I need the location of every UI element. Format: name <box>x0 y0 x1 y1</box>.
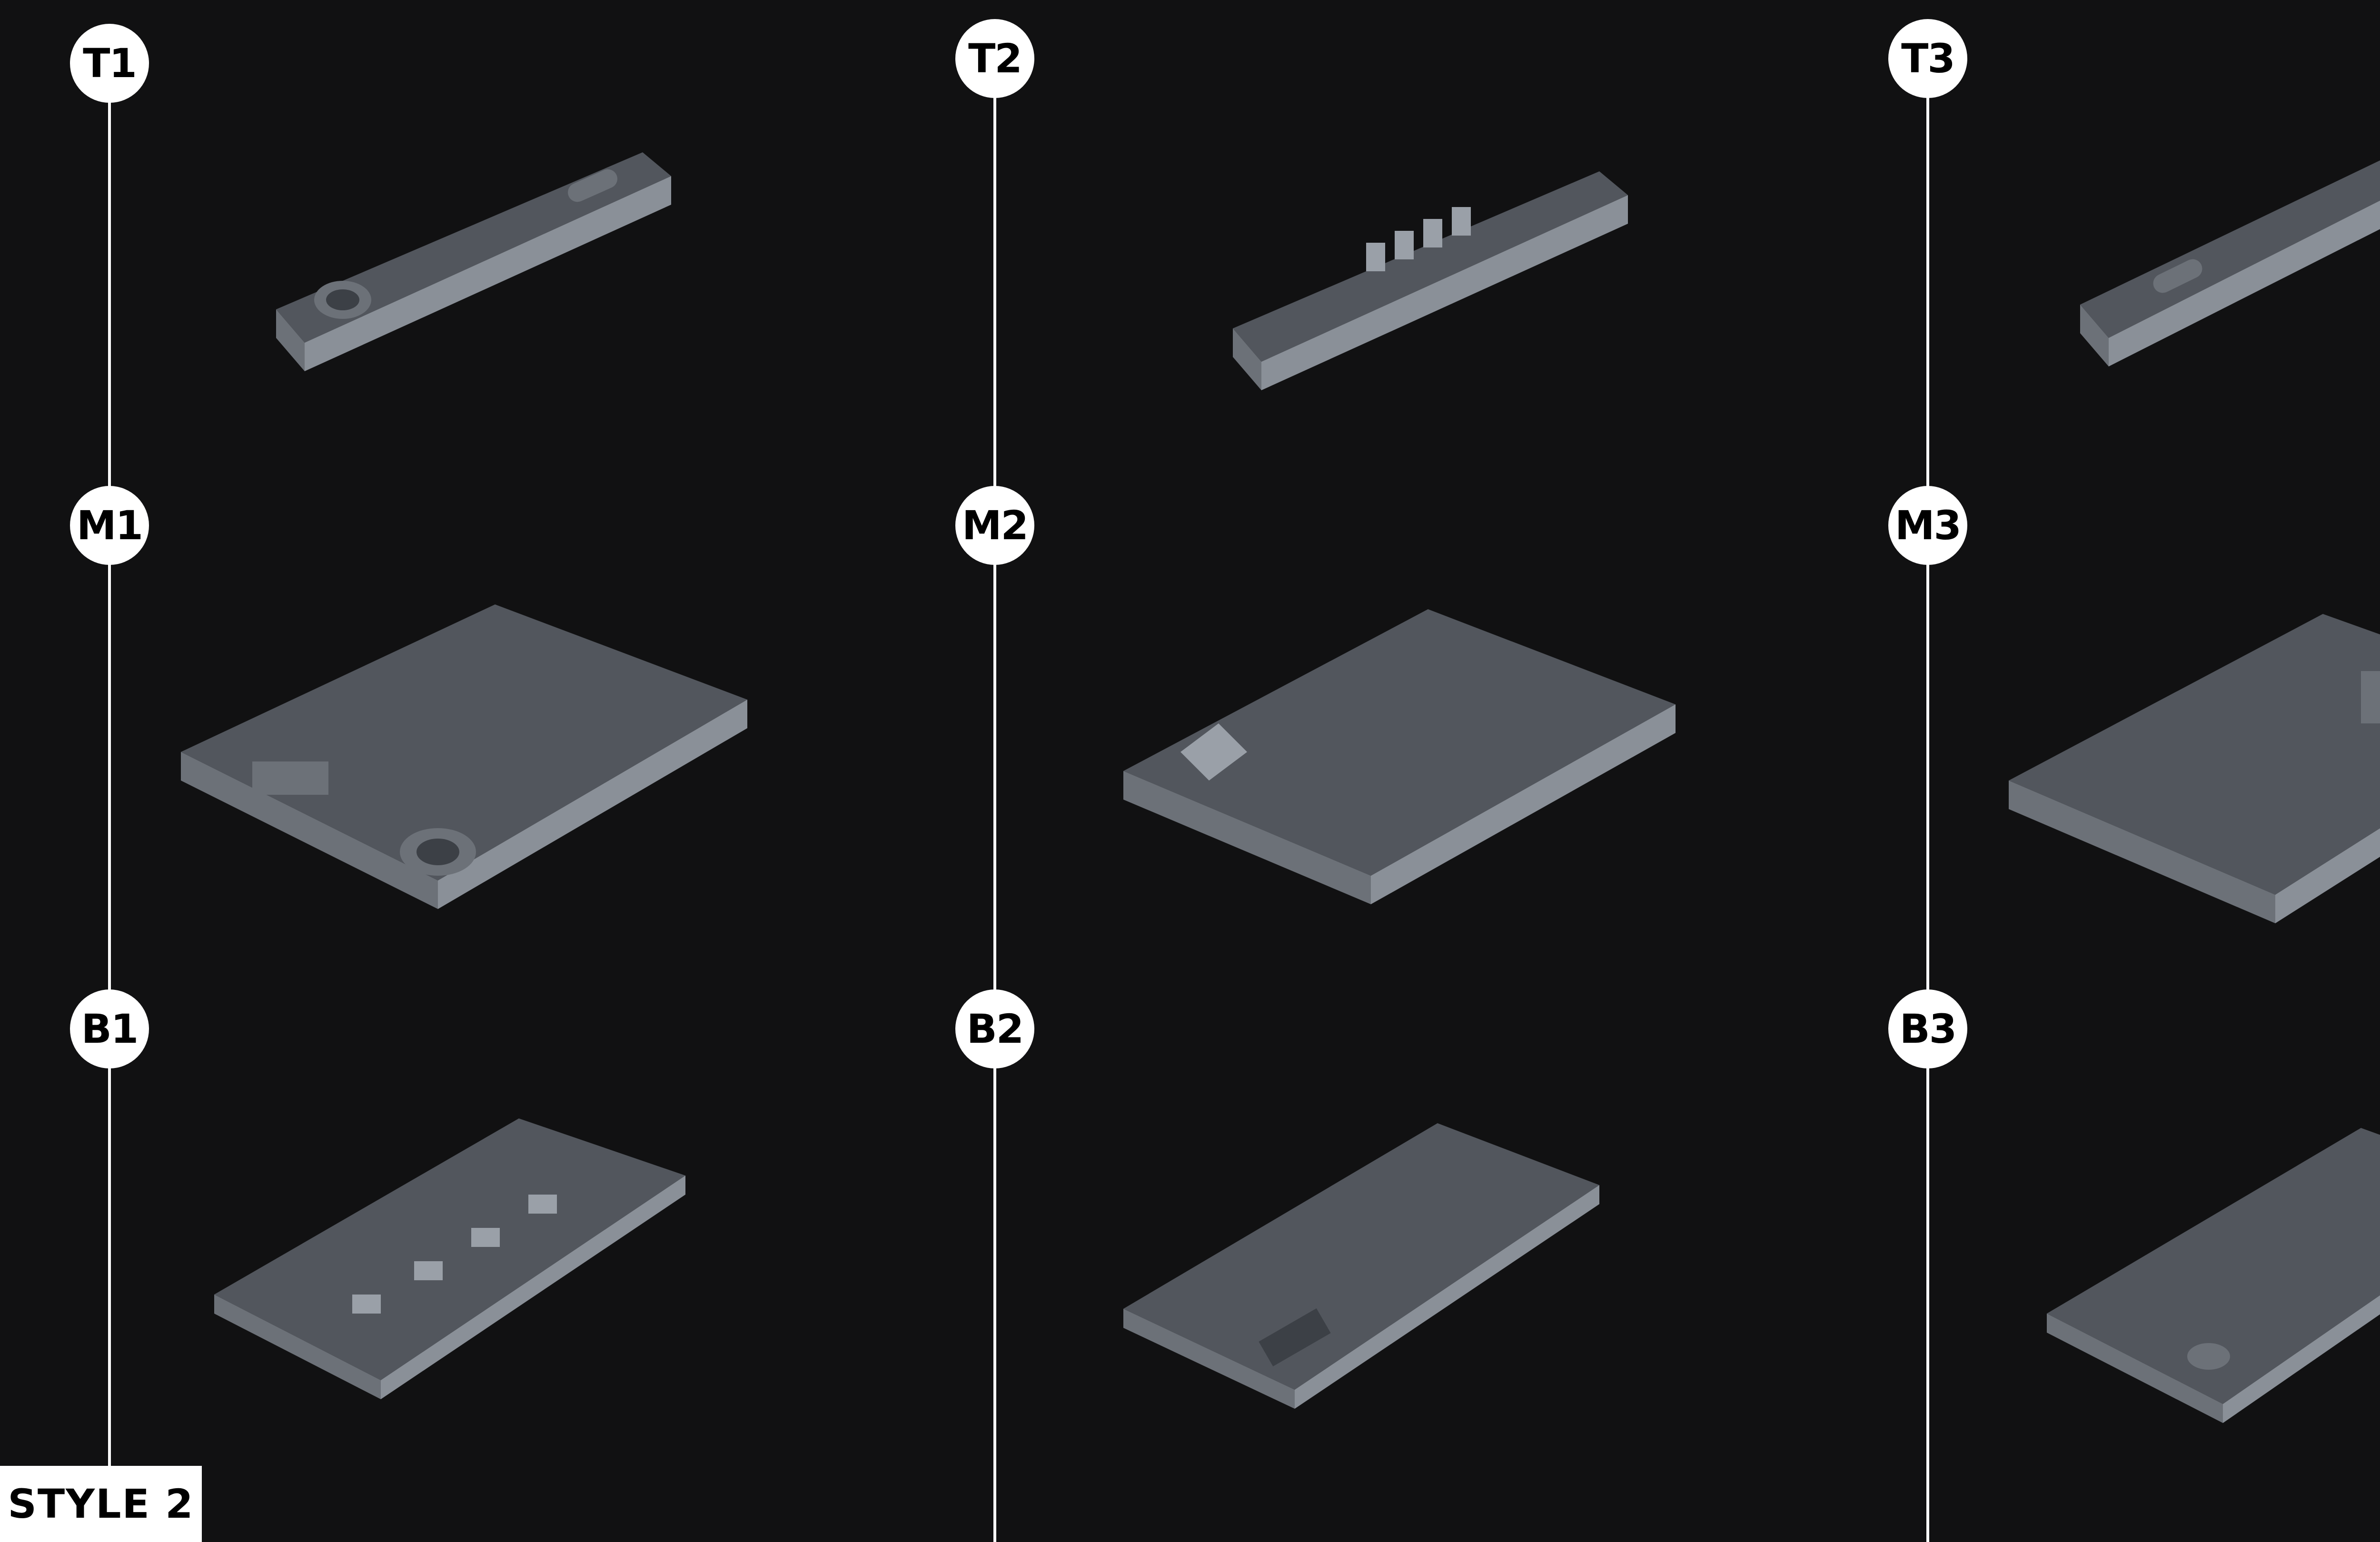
tile-b2-render <box>1123 1123 1604 1418</box>
column-line-1 <box>108 64 111 1466</box>
style-label: STYLE 2 <box>0 1466 202 1542</box>
badge-t3: T3 <box>1888 19 1967 98</box>
badge-b3: B3 <box>1888 989 1967 1068</box>
tile-t1-render <box>276 143 676 381</box>
badge-b1: B1 <box>70 989 149 1068</box>
badge-m3: M3 <box>1888 486 1967 565</box>
tile-t2-render <box>1233 162 1633 400</box>
column-line-2 <box>993 59 996 1542</box>
tile-t3-render <box>2080 114 2380 371</box>
tile-m2-render <box>1123 609 1680 933</box>
tile-b1-render <box>214 1118 690 1404</box>
badge-b2: B2 <box>955 989 1034 1068</box>
badge-t2: T2 <box>955 19 1034 98</box>
tile-m3-render <box>2009 614 2380 947</box>
badge-m2: M2 <box>955 486 1034 565</box>
badge-t1: T1 <box>70 24 149 103</box>
tile-b3-render <box>2047 1128 2380 1433</box>
tile-m1-render <box>181 604 752 942</box>
column-line-3 <box>1926 59 1929 1542</box>
badge-m1: M1 <box>70 486 149 565</box>
